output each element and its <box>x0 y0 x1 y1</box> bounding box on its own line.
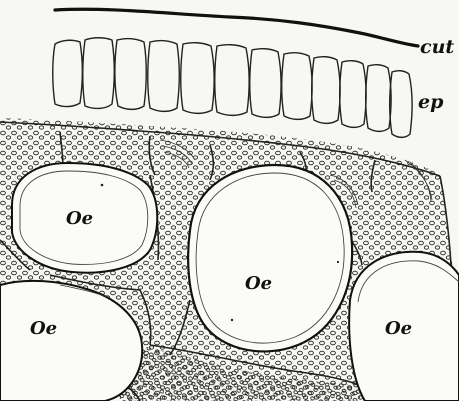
epidermis-cell-row <box>53 38 412 138</box>
label-oil-cell-center: Oe <box>245 273 272 294</box>
cuticle-line <box>55 9 418 46</box>
label-oil-cell-right: Oe <box>385 318 412 339</box>
label-cuticle: cut <box>420 36 454 58</box>
label-oil-cell-left-bottom: Oe <box>30 318 57 339</box>
label-epidermis: ep <box>418 91 444 113</box>
label-oil-cell-left-top: Oe <box>66 208 93 229</box>
